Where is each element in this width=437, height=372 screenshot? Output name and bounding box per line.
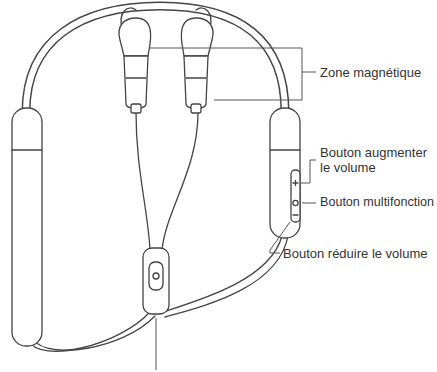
button-strip [291, 170, 300, 222]
inline-button-dot [153, 273, 159, 279]
leader-line [302, 203, 316, 204]
arm-seam [270, 149, 300, 150]
minus-sign [293, 214, 298, 215]
left-earbud [119, 8, 151, 113]
leader-line [302, 72, 316, 73]
inline-button [149, 262, 163, 290]
neckband-inner [26, 6, 285, 112]
inline-control [143, 248, 169, 314]
cable-right-inner [165, 236, 288, 317]
earbud-cable [136, 112, 150, 250]
cable-left-inner [34, 316, 155, 350]
leader-line [150, 48, 302, 100]
right-arm [270, 108, 300, 238]
left-arm [12, 108, 42, 346]
part-label: Bouton augmenter le volume [320, 145, 432, 175]
leader-line [301, 160, 316, 183]
part-label: Bouton réduire le volume [283, 246, 428, 261]
plus-sign [295, 181, 296, 186]
cable-left [28, 312, 150, 351]
part-label: Bouton multifonction [320, 195, 434, 210]
leader-line [156, 318, 157, 370]
neckband-outer [26, 6, 285, 112]
earbud-cable [162, 112, 198, 250]
leader-lines [150, 48, 316, 370]
part-label: Zone magnétique [320, 65, 421, 80]
arm-seam [12, 149, 42, 150]
multifunction-button [293, 200, 298, 205]
right-earbud [181, 8, 213, 113]
